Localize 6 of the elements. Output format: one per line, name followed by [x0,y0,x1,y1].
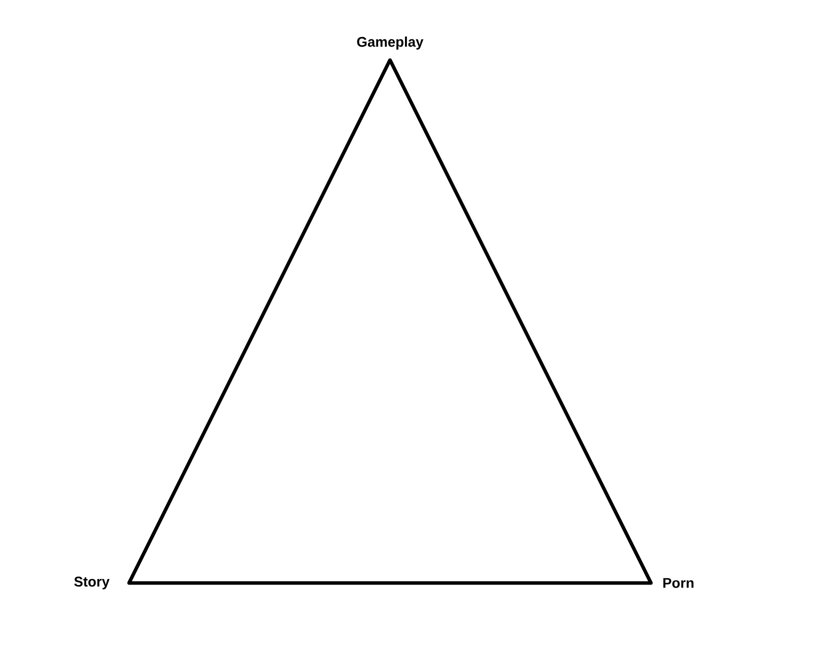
triangle-side [127,58,392,585]
vertex-label: Porn [663,578,694,588]
vertex-label: Gameplay [357,36,424,50]
triangle-side [388,58,653,585]
triangle-side [127,581,653,585]
vertex-label: Story [74,576,110,590]
